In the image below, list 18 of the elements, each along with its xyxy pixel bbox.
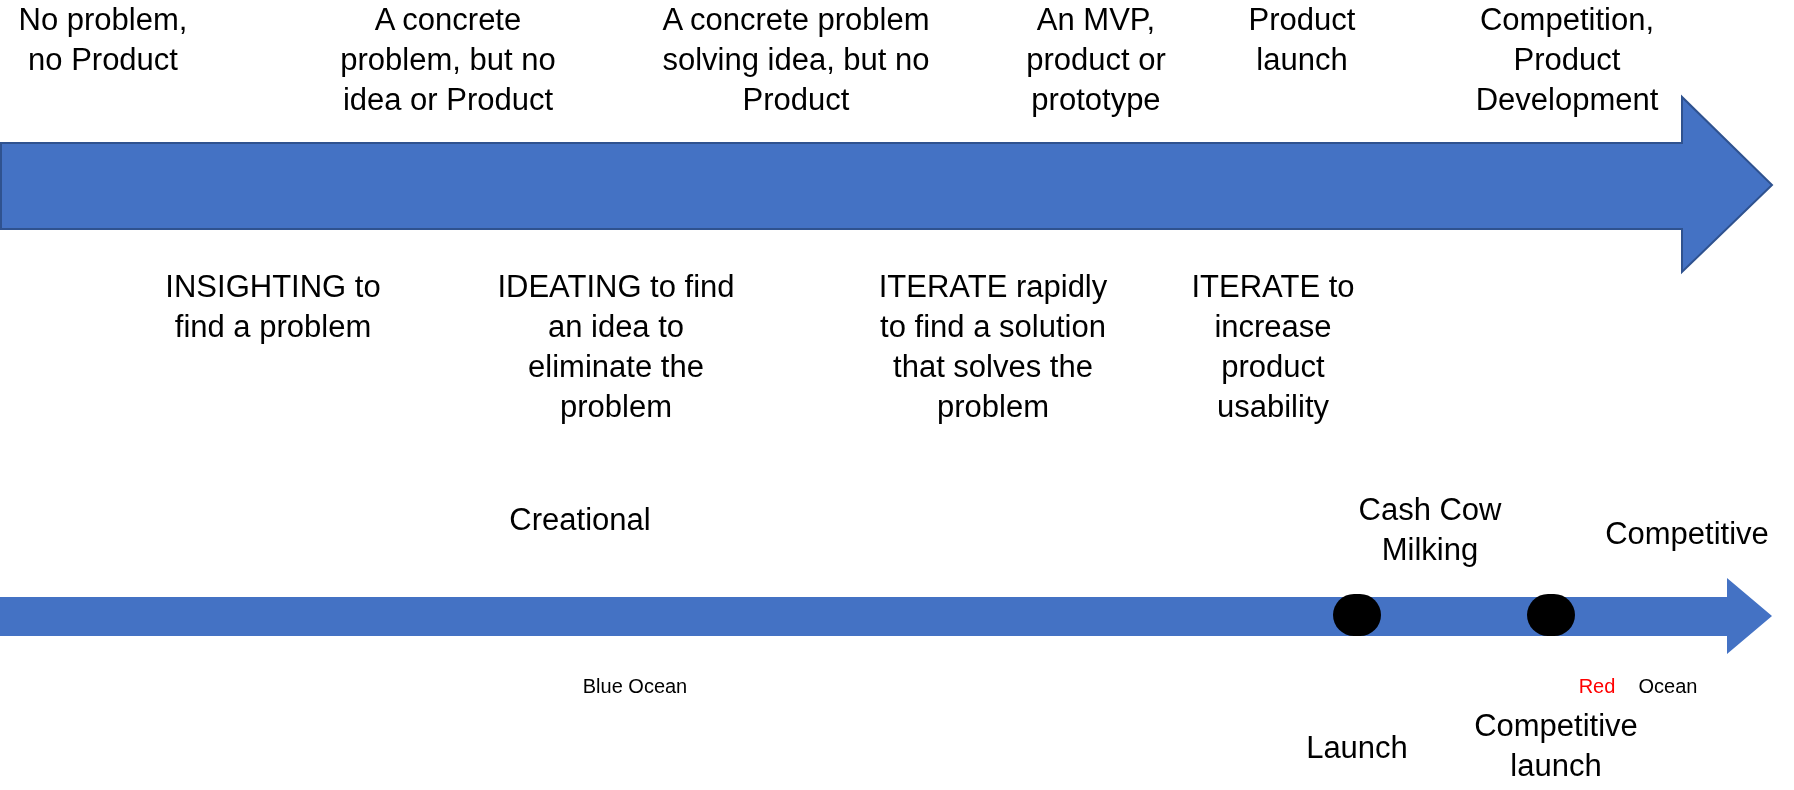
stage-label: Product launch — [1247, 1, 1357, 79]
phase-label: Cash Cow Milking — [1357, 491, 1503, 569]
activity-label: INSIGHTING to find a problem — [164, 268, 382, 346]
stage-label: Competition, Product Development — [1474, 1, 1660, 119]
stage-label: A concrete problem solving idea, but no Product — [661, 1, 931, 119]
activity-label: IDEATING to find an idea to eliminate the problem — [496, 268, 736, 426]
ocean-label: Ocean — [1637, 674, 1699, 699]
stage-label: A concrete problem, but no idea or Product — [339, 1, 557, 119]
ocean-label: Red — [1577, 674, 1617, 699]
stage-label: An MVP, product or prototype — [1025, 1, 1167, 119]
activity-label: ITERATE to increase product usability — [1190, 268, 1356, 426]
milestone-label: Competitive launch — [1473, 707, 1639, 785]
phase-label: Creational — [508, 501, 652, 539]
activity-label: ITERATE rapidly to find a solution that solves the problem — [877, 268, 1109, 426]
stage-label: No problem, no Product — [17, 1, 189, 79]
milestone-label: Launch — [1305, 729, 1409, 767]
phase-label: Competitive — [1604, 515, 1770, 553]
ocean-label: Blue Ocean — [581, 674, 689, 699]
